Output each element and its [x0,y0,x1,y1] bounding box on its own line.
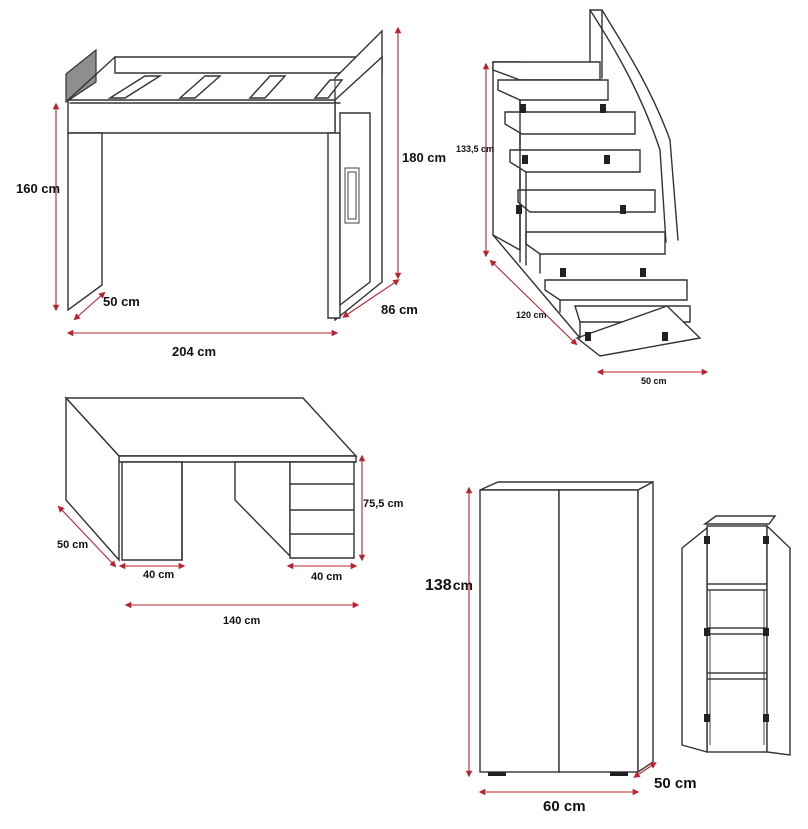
open-wardrobe-drawing [681,515,791,756]
wardrobe-height-value: 138 [425,577,452,594]
bed-height-left-label: 160 cm [16,181,60,196]
desk-width-label: 140 cm [223,615,261,627]
bed-width-label: 204 cm [172,344,216,359]
stairs-depth-label: 120 cm [516,310,547,320]
desk-height-label: 75,5 cm [363,498,404,510]
desk-left-pedestal-label: 40 cm [143,569,174,581]
loft-bed-drawing: 160 cm 180 cm 50 cm 86 cm 204 cm [16,26,446,359]
wardrobe-height-label: 138cm [425,577,473,594]
stairs-drawing: 133,5 cm 120 cm 50 cm [456,9,709,386]
desk-drawing: 75,5 cm 50 cm 40 cm 40 cm 140 cm [57,396,404,627]
desk-right-pedestal-label: 40 cm [311,571,342,583]
wardrobe-width-label: 60 cm [543,798,586,815]
wardrobe-depth-label: 50 cm [654,775,697,792]
wardrobe-drawing: 138cm 50 cm 60 cm [425,480,697,815]
stairs-height-label: 133,5 cm [456,144,494,154]
bed-depth-side-label: 86 cm [381,302,418,317]
stairs-width-label: 50 cm [641,376,667,386]
bed-depth-front-label: 50 cm [103,294,140,309]
bed-height-right-label: 180 cm [402,150,446,165]
desk-depth-label: 50 cm [57,539,88,551]
wardrobe-height-unit: cm [453,577,473,593]
